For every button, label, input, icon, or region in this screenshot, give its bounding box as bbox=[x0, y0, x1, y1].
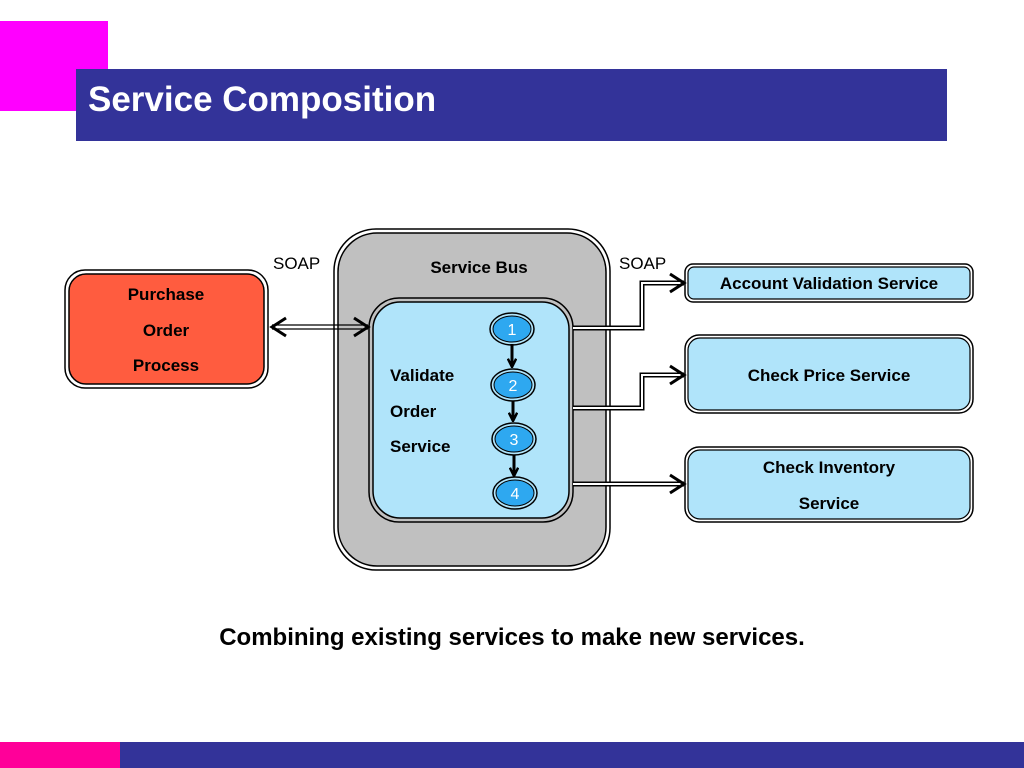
service-bus-label: Service Bus bbox=[430, 258, 527, 277]
check-inventory-service: Check Inventory Service bbox=[684, 446, 974, 523]
purchase-line-2: Order bbox=[143, 321, 190, 340]
step-1-label: 1 bbox=[508, 322, 517, 339]
purchase-order-process: Purchase Order Process bbox=[64, 269, 269, 389]
account-validation-service: Account Validation Service bbox=[684, 263, 974, 303]
footer-bar bbox=[120, 742, 1024, 768]
soap-connector-left: SOAP bbox=[269, 254, 371, 338]
footer-accent-pink bbox=[0, 742, 120, 768]
arrow-head-left-icon bbox=[269, 316, 287, 338]
purchase-line-3: Process bbox=[133, 356, 199, 375]
arrow-head-icon bbox=[669, 473, 687, 495]
account-validation-label: Account Validation Service bbox=[720, 274, 938, 293]
arrow-head-right-icon bbox=[353, 316, 371, 338]
step-3: 3 bbox=[491, 422, 537, 456]
step-2: 2 bbox=[490, 368, 536, 402]
connector-to-check-price bbox=[573, 364, 687, 411]
validate-order-line-3: Service bbox=[390, 437, 451, 456]
check-price-label: Check Price Service bbox=[748, 366, 911, 385]
step-4: 4 bbox=[492, 476, 538, 510]
step-4-label: 4 bbox=[511, 486, 520, 503]
step-3-label: 3 bbox=[510, 432, 519, 449]
validate-order-line-1: Validate bbox=[390, 366, 454, 385]
step-arrows bbox=[512, 344, 514, 476]
connector-to-account-validation bbox=[573, 272, 687, 331]
connector-to-check-inventory bbox=[573, 473, 687, 495]
arrow-head-icon bbox=[669, 272, 687, 294]
check-inventory-line-2: Service bbox=[799, 494, 860, 513]
check-inventory-line-1: Check Inventory bbox=[763, 458, 896, 477]
slide-caption: Combining existing services to make new … bbox=[219, 624, 805, 651]
validate-order-line-2: Order bbox=[390, 402, 437, 421]
purchase-line-1: Purchase bbox=[128, 285, 205, 304]
validate-order-service: Validate Order Service bbox=[368, 297, 574, 523]
soap-label-right: SOAP bbox=[619, 254, 666, 273]
arrow-head-icon bbox=[669, 364, 687, 386]
step-1: 1 bbox=[489, 312, 535, 346]
step-2-label: 2 bbox=[509, 378, 518, 395]
slide-title: Service Composition bbox=[88, 80, 437, 119]
soap-label-left: SOAP bbox=[273, 254, 320, 273]
title-bar bbox=[76, 69, 947, 141]
check-price-service: Check Price Service bbox=[684, 334, 974, 414]
